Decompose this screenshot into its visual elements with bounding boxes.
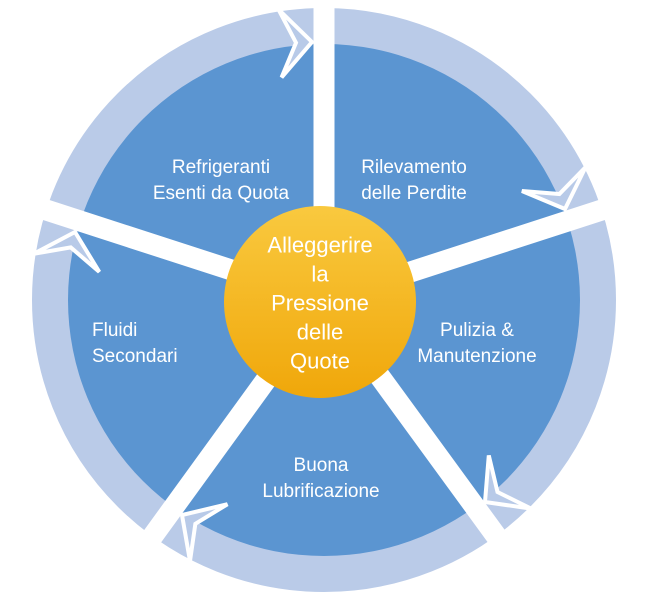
arrowhead-bottom-left-icon <box>179 502 229 562</box>
arrowhead-top-icon <box>276 8 315 79</box>
arrowhead-right-icon <box>521 165 588 212</box>
arrowhead-bottom-right-icon <box>482 455 533 511</box>
center-circle <box>224 206 416 398</box>
cycle-arrowheads <box>32 8 588 562</box>
arrowhead-left-icon <box>32 229 101 274</box>
